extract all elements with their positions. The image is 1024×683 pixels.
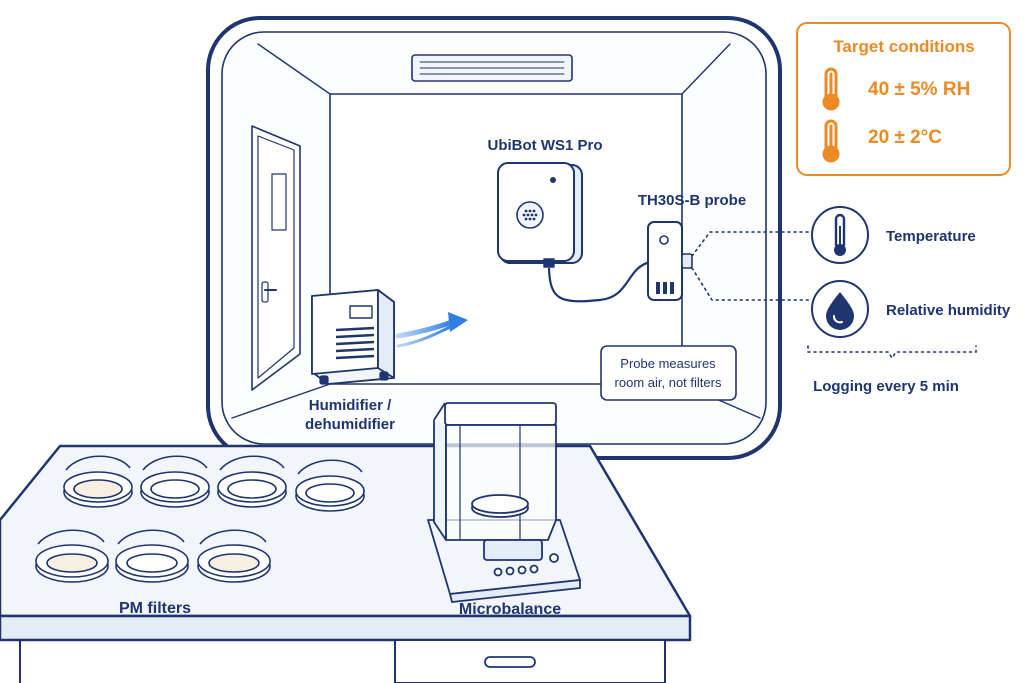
probe-label: TH30S-B probe: [638, 192, 746, 209]
petri-dish-icon: [217, 455, 287, 508]
ceiling-vent-icon: [411, 54, 573, 82]
thermometer-icon: [822, 67, 840, 111]
temperature-label: Temperature: [886, 228, 976, 245]
petri-dish-icon: [115, 529, 189, 583]
temperature-measure-icon: [811, 206, 869, 264]
sensor-label: UbiBot WS1 Pro: [488, 137, 603, 154]
thermometer-icon: [822, 119, 840, 163]
airflow-arrow-icon: [395, 312, 468, 348]
microbalance-icon: [427, 402, 581, 603]
probe-cable: [547, 260, 651, 303]
logging-brace: [807, 345, 977, 360]
ubibot-sensor-icon: [497, 162, 583, 268]
petri-dish-icon: [63, 455, 133, 508]
microbalance-label: Microbalance: [459, 601, 561, 618]
humidity-label: Relative humidity: [886, 302, 1011, 319]
target-conditions-title: Target conditions: [833, 37, 974, 56]
humidifier-label-line1: Humidifier /: [309, 397, 392, 414]
target-humidity-value: 40 ± 5% RH: [868, 79, 970, 100]
droplet-icon: [826, 292, 854, 330]
thermometer-icon: [834, 213, 846, 247]
probe-note-line2: room air, not filters: [615, 375, 722, 390]
petri-dish-icon: [295, 459, 365, 512]
target-temperature-value: 20 ± 2°C: [868, 127, 942, 148]
petri-dish-icon: [140, 455, 210, 508]
humidifier-device-icon: [311, 289, 395, 385]
probe-note-box: Probe measures room air, not filters: [600, 345, 737, 401]
logging-label: Logging every 5 min: [813, 378, 959, 395]
humidity-measure-icon: [811, 280, 869, 338]
probe-note-line1: Probe measures: [620, 356, 716, 371]
petri-dish-icon: [197, 529, 271, 583]
th30s-probe-icon: [647, 221, 693, 301]
petri-dish-icon: [35, 529, 109, 583]
pm-filters-label: PM filters: [119, 600, 191, 617]
probe-connector-lines: [691, 231, 813, 301]
door-icon: [251, 125, 301, 391]
pm-filter-dishes: [35, 455, 365, 583]
humidifier-label-line2: dehumidifier: [305, 416, 395, 433]
target-conditions-panel: Target conditions 40 ± 5% RH 20 ± 2°C: [796, 22, 1011, 176]
